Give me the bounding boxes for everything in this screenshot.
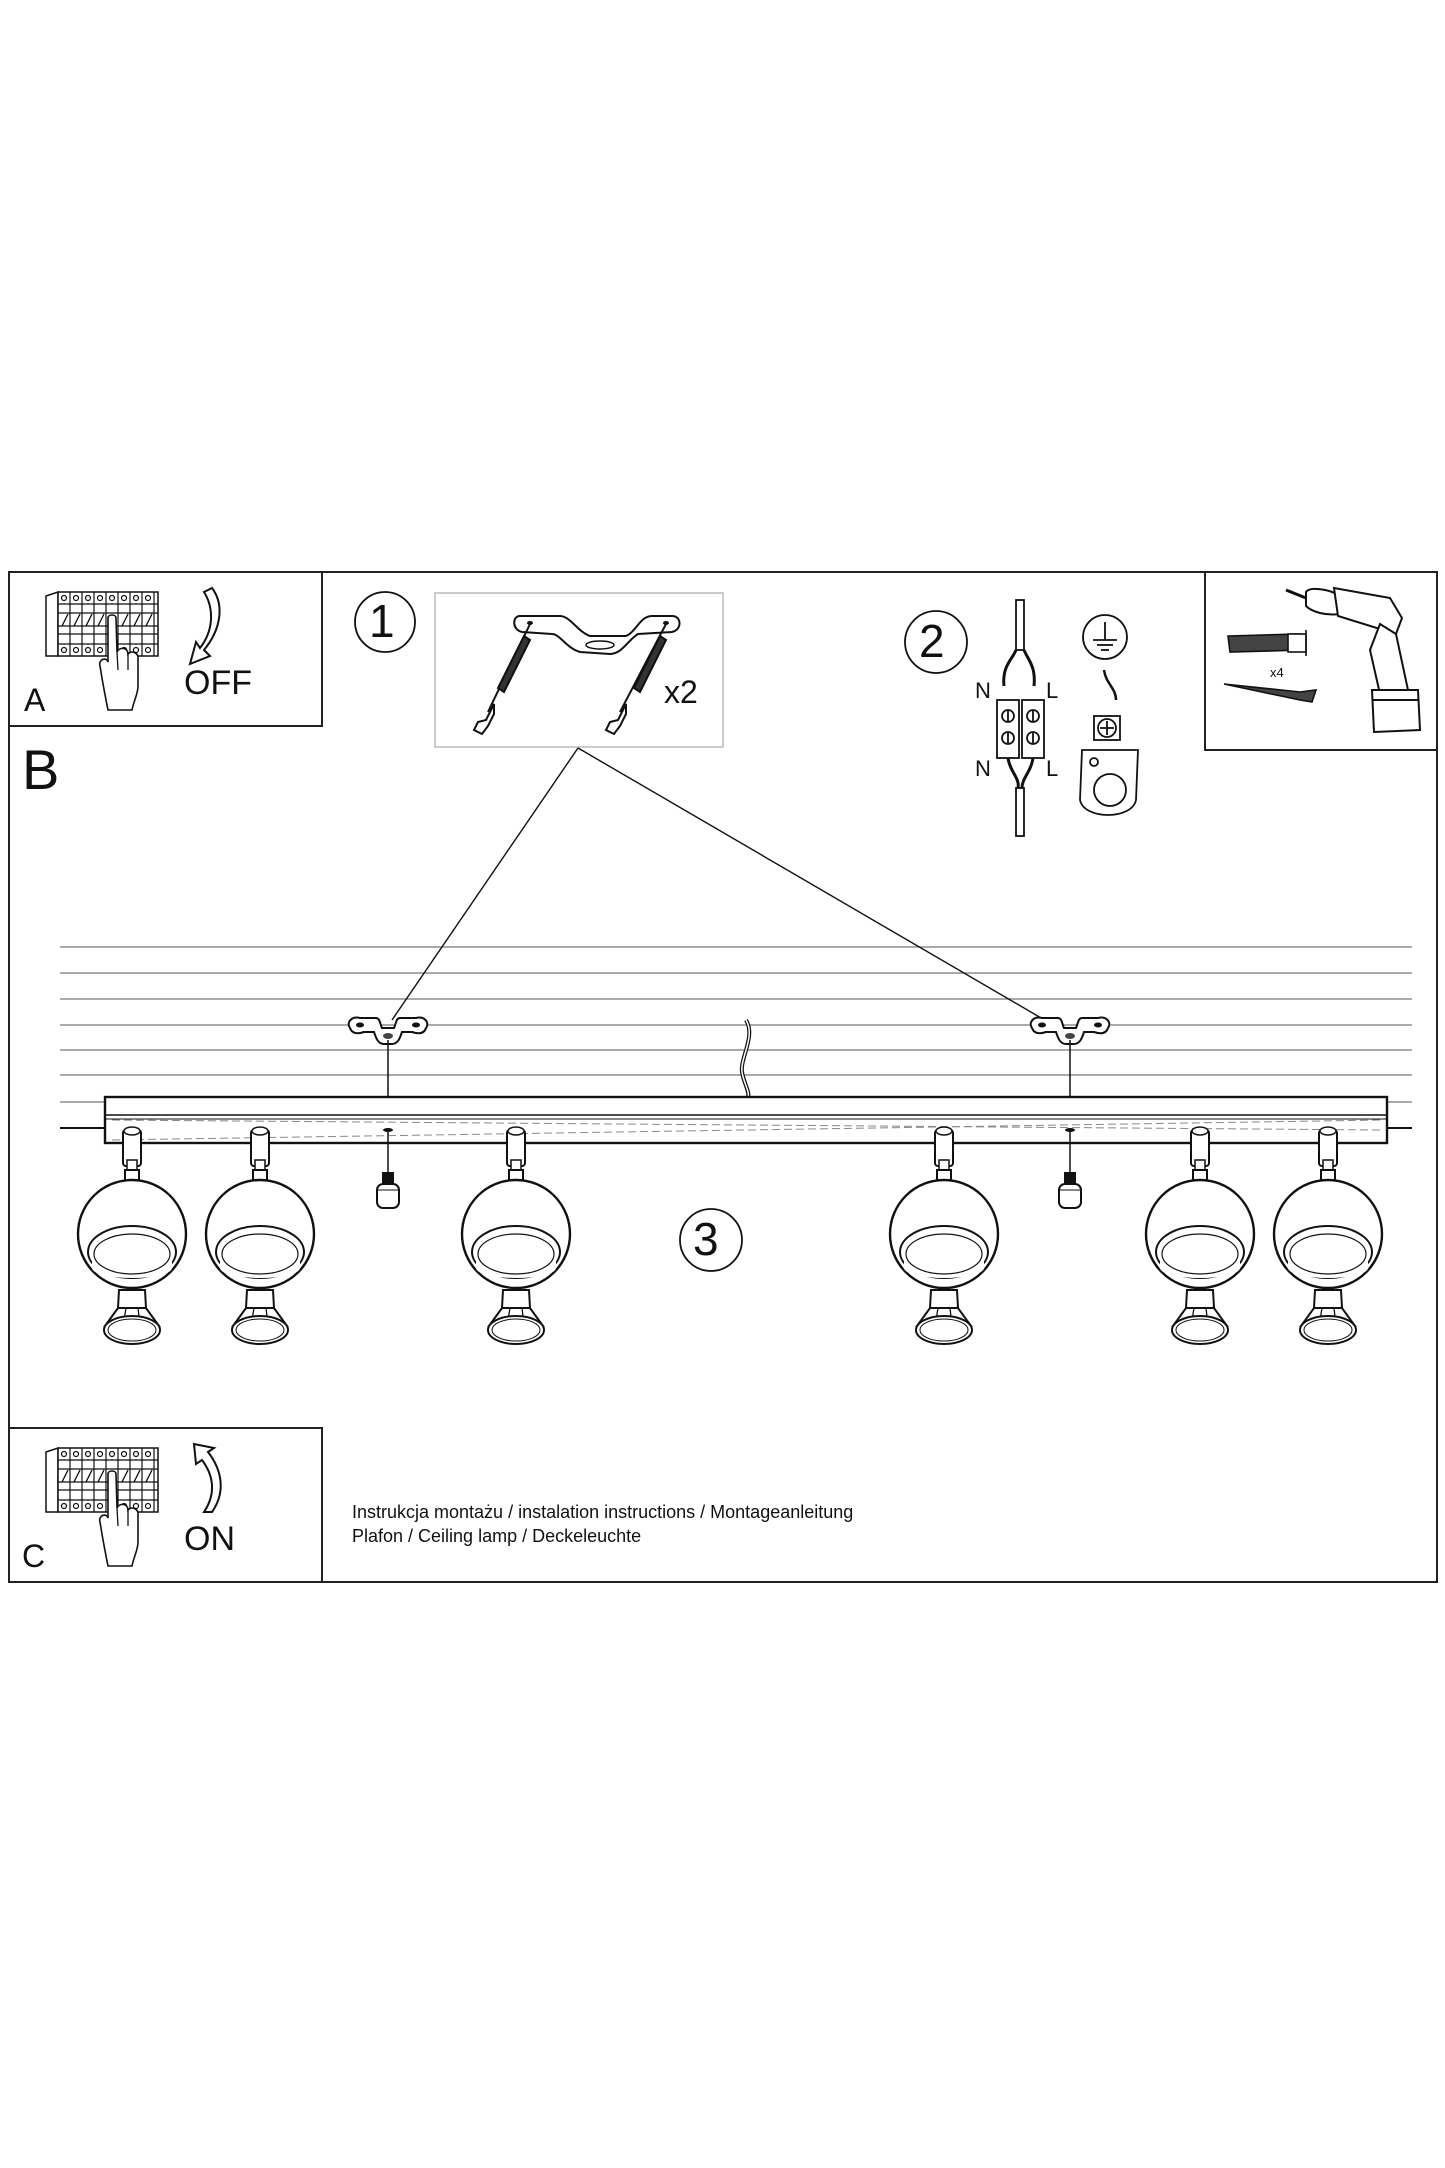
- terminal-l-top: L: [1046, 678, 1059, 703]
- outer-frame: [8, 571, 1438, 1583]
- panel-a-box: [8, 571, 323, 727]
- step-2-number: 2: [919, 615, 945, 667]
- lamp-bar: [103, 1095, 1389, 1145]
- terminal-block-drawing: [996, 599, 1045, 837]
- panel-c-action: ON: [184, 1520, 235, 1558]
- mounting-bracket-drawing: [513, 615, 681, 656]
- leader-lines: [391, 747, 1049, 1023]
- end-cap-left: [376, 1171, 400, 1209]
- step-3-number: 3: [693, 1213, 719, 1265]
- terminal-n-bottom: N: [975, 756, 991, 781]
- footer-product-name: Plafon / Ceiling lamp / Deckeleuchte: [352, 1526, 642, 1546]
- step-1-number: 1: [369, 595, 395, 647]
- spot-light-1: [76, 1125, 188, 1346]
- wall-plug-icon: [1227, 630, 1307, 656]
- screw-and-plug-right-icon: [604, 623, 668, 736]
- panel-c-label: C: [22, 1538, 46, 1574]
- spot-light-4: [888, 1125, 1000, 1346]
- terminal-l-bottom: L: [1046, 756, 1059, 781]
- panel-a-label: A: [24, 682, 46, 718]
- spot-light-5: [1144, 1125, 1256, 1346]
- arrow-down-icon: [188, 586, 221, 666]
- panel-b-label: B: [22, 738, 60, 801]
- drill-icon: [1285, 586, 1422, 734]
- screw-icon: [1223, 683, 1318, 703]
- step-1-badge: [354, 591, 416, 653]
- spot-light-6: [1272, 1125, 1384, 1346]
- end-cap-right: [1058, 1171, 1082, 1209]
- panel-a-action: OFF: [184, 664, 252, 702]
- spot-light-2: [204, 1125, 316, 1346]
- screw-and-plug-left-icon: [472, 623, 532, 736]
- step-1-quantity: x2: [664, 674, 698, 710]
- tools-box: [1204, 571, 1438, 751]
- spot-light-3: [460, 1125, 572, 1346]
- step-2-badge: [904, 610, 968, 674]
- arrow-up-icon: [192, 1442, 222, 1513]
- tools-quantity: x4: [1270, 665, 1284, 680]
- breaker-off-icon: [45, 591, 159, 711]
- ceiling-hatching: [60, 946, 1412, 1103]
- terminal-n-top: N: [975, 678, 991, 703]
- step-3-badge: [679, 1208, 743, 1272]
- ground-terminal-drawing: [1079, 614, 1139, 816]
- footer-instructions-title: Instrukcja montażu / instalation instruc…: [352, 1502, 854, 1522]
- breaker-on-icon: [45, 1447, 159, 1567]
